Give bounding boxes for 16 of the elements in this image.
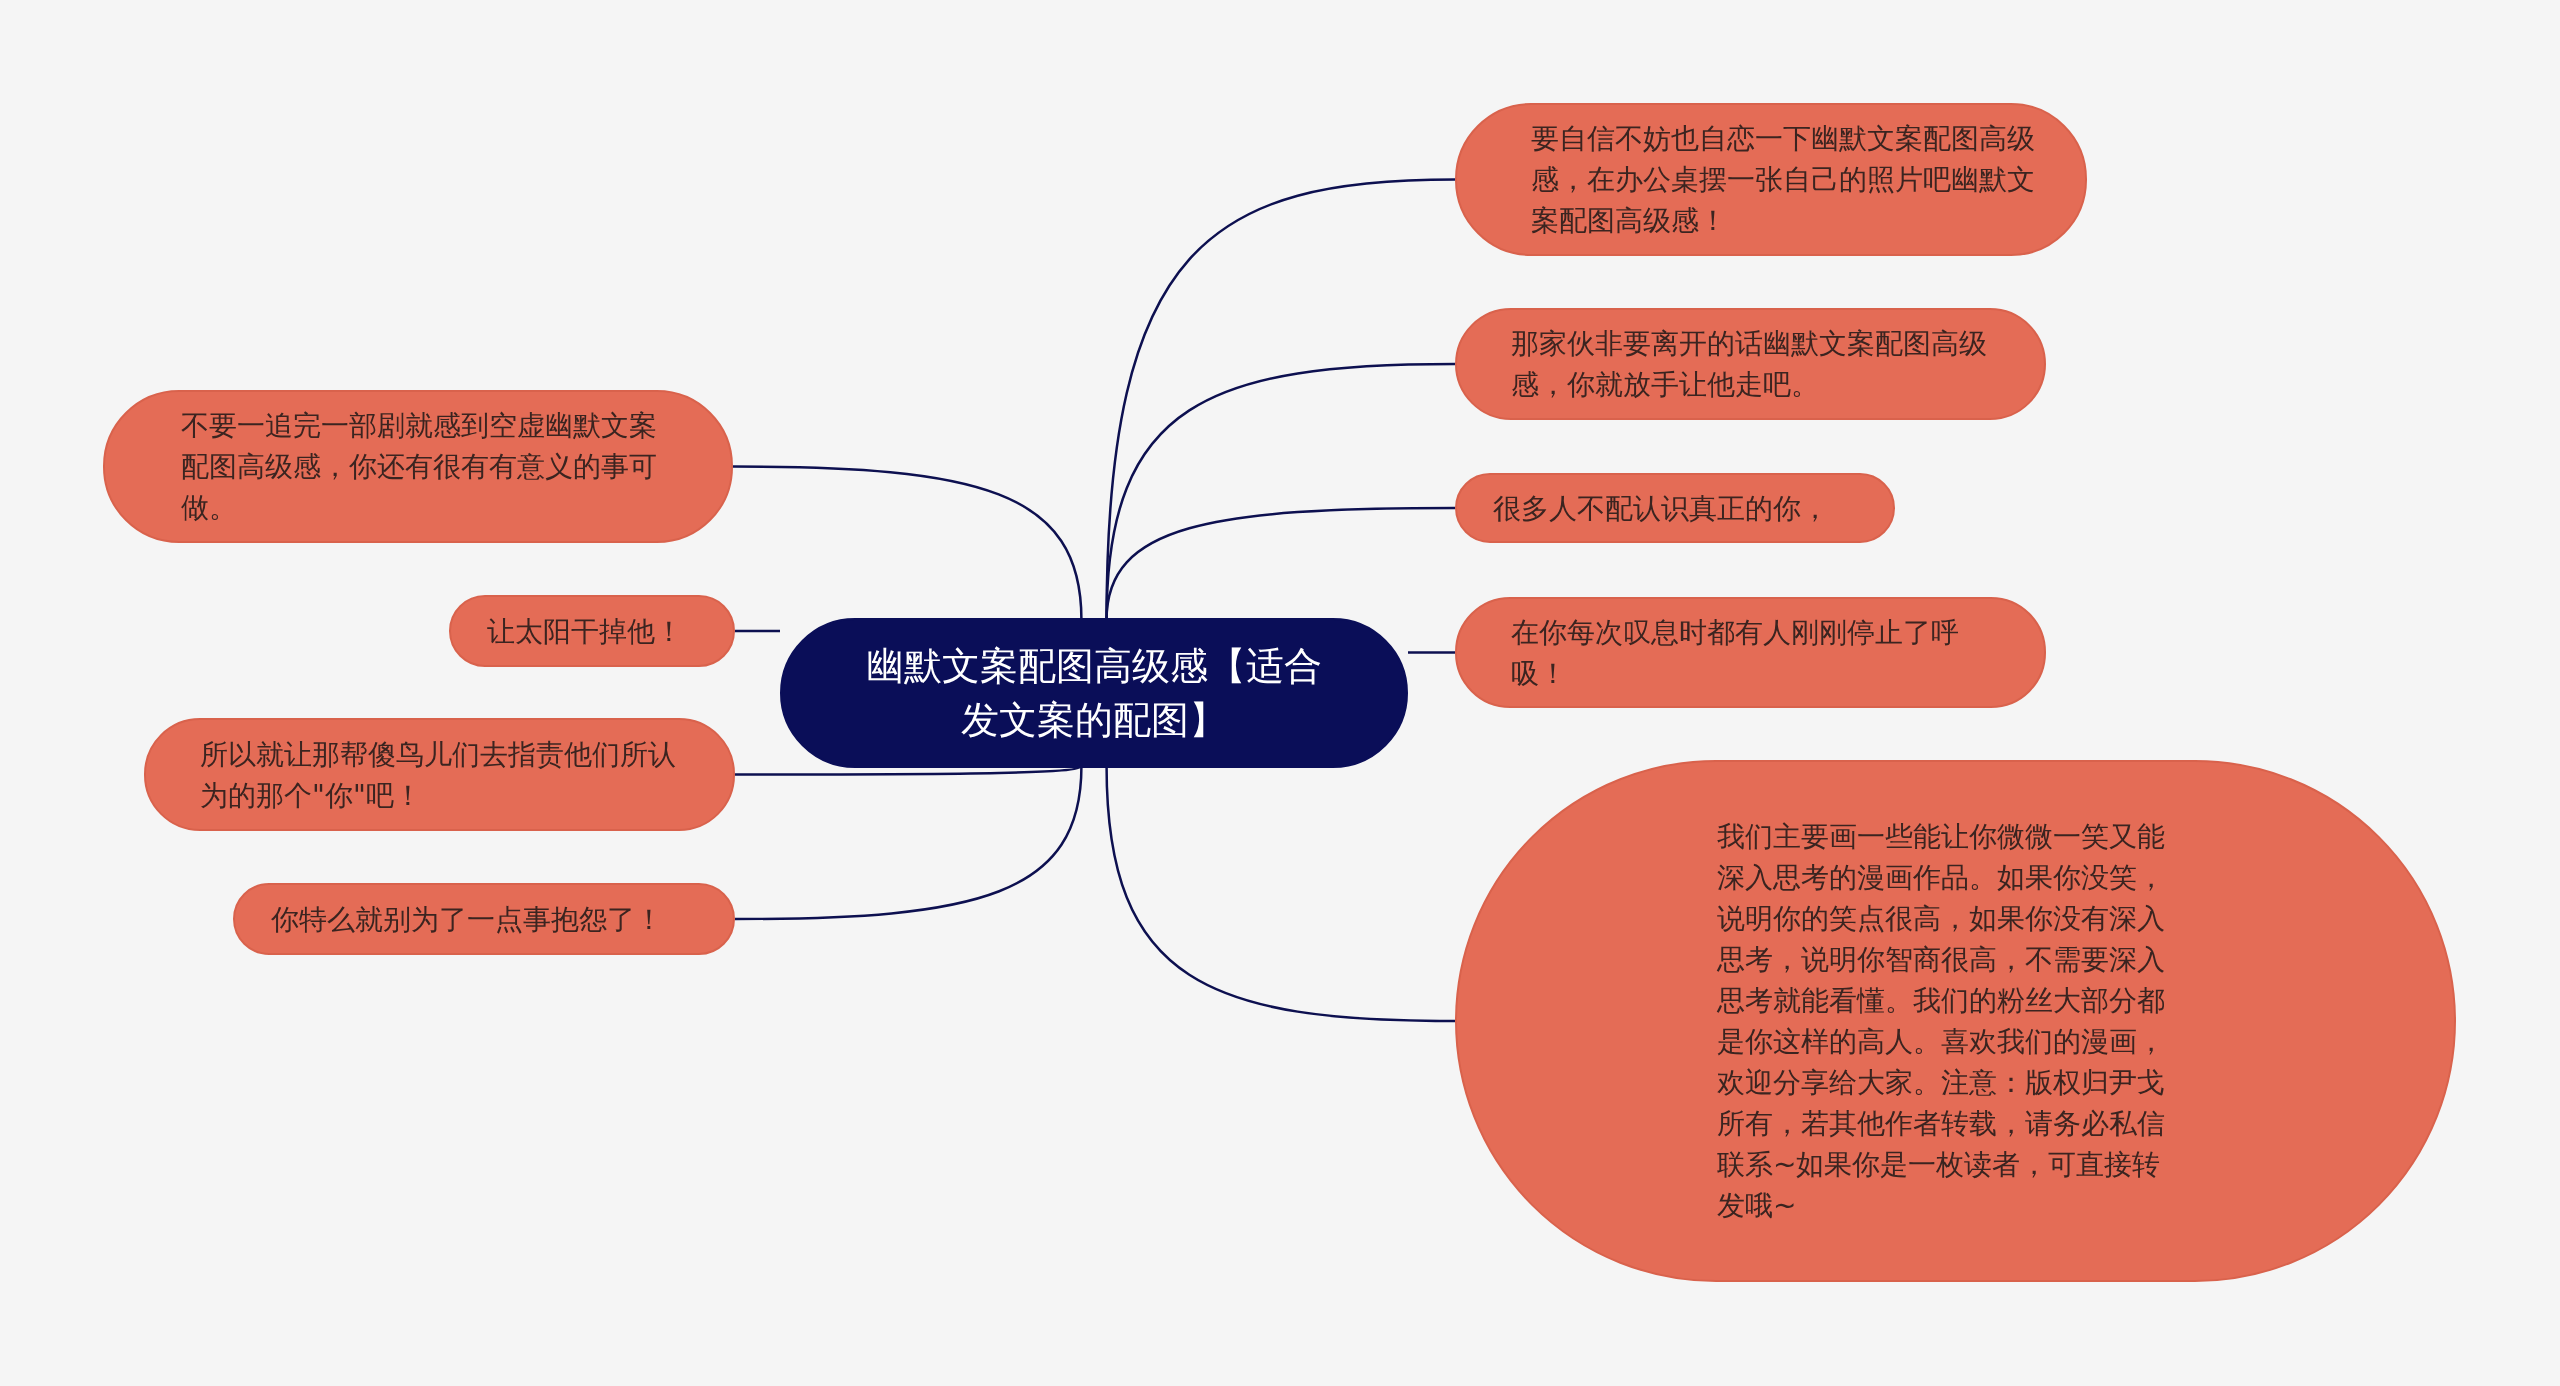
- topic-text: 让太阳干掉他！: [487, 613, 683, 650]
- topic-text: 我们主要画一些能让你微微一笑又能深入思考的漫画作品。如果你没笑，说明你的笑点很高，如果你没有深入思考，说明你智商很高，不需要深入思考就能看懂。我们的粉丝大部分都是你这样的高人。喜欢我们的漫画，欢迎分享给大家。注意：版权归尹戈所有，若其他作者转载，请务必私信联系~如果你是一枚读者，可直接转发哦~: [1717, 819, 2166, 1224]
- topic-text: 在你每次叹息时都有人刚刚停止了呼吸！: [1511, 614, 1960, 692]
- topic-text: 要自信不妨也自恋一下幽默文案配图高级感，在办公桌摆一张自己的照片吧幽默文案配图高级感！: [1531, 121, 2035, 239]
- topic-text: 那家伙非要离开的话幽默文案配图高级感，你就放手让他走吧。: [1511, 326, 1988, 403]
- topic-text: 你特么就别为了一点事抱怨了！: [271, 901, 663, 938]
- topic-text: 所以就让那帮傻鸟儿们去指责他们所认为的那个"你"吧！: [200, 736, 677, 814]
- connector-line: [1408, 651, 1455, 654]
- connector-line: [735, 629, 780, 633]
- central-topic-text: 幽默文案配图高级感【适合发文案的配图】: [865, 643, 1323, 744]
- topic-text: 不要一追完一部剧就感到空虚幽默文案配图高级感，你还有很有有意义的事可做。: [181, 408, 658, 526]
- topic-text: 很多人不配认识真正的你，: [1493, 490, 1829, 527]
- connector-line: [1105, 765, 1455, 1023]
- connector-line: [733, 465, 1083, 621]
- connector-line: [1105, 506, 1455, 621]
- connector-line: [735, 765, 1083, 921]
